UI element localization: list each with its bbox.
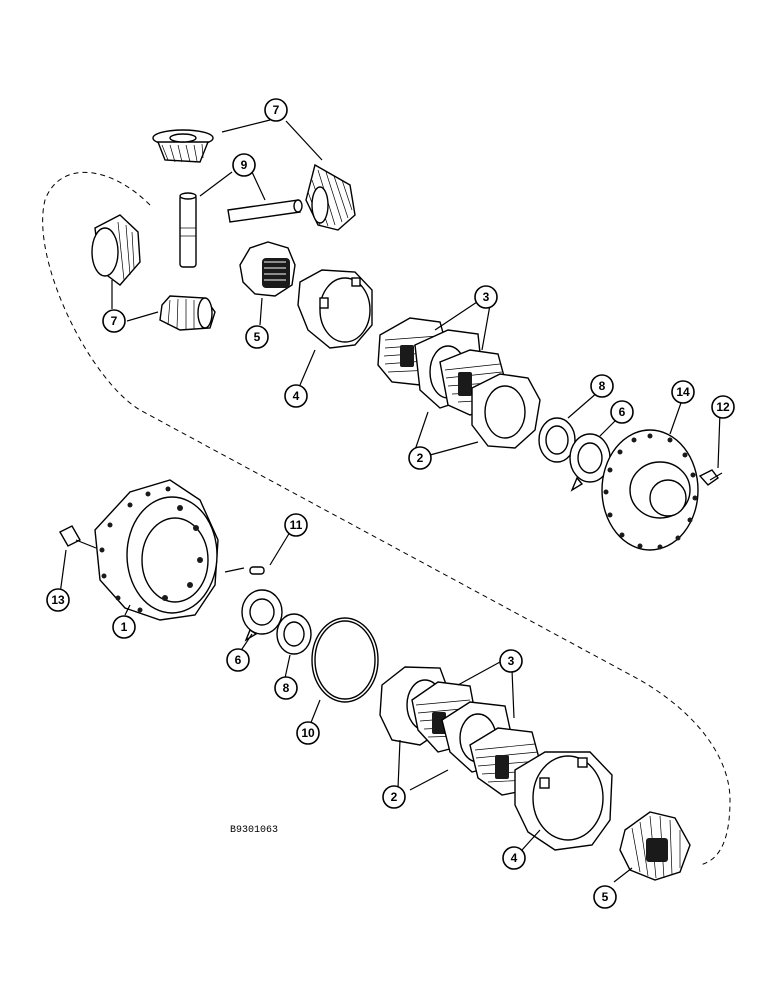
thrust-washer-bottom bbox=[241, 589, 283, 642]
bolt-right bbox=[698, 469, 723, 486]
differential-case-half-right bbox=[601, 429, 699, 551]
callout-11: 11 bbox=[284, 513, 308, 537]
callout-label: 13 bbox=[51, 593, 65, 607]
callout-label: 2 bbox=[417, 451, 424, 465]
callout-7: 7 bbox=[102, 309, 126, 333]
thrust-shim-top bbox=[538, 417, 576, 463]
callout-14: 14 bbox=[671, 380, 695, 404]
callout-label: 4 bbox=[511, 851, 518, 865]
callout-6: 6 bbox=[610, 400, 634, 424]
callout-label: 5 bbox=[602, 890, 609, 904]
callout-label: 14 bbox=[676, 385, 690, 399]
callout-label: 4 bbox=[293, 389, 300, 403]
callout-4: 4 bbox=[502, 846, 526, 870]
callout-10: 10 bbox=[296, 721, 320, 745]
case-bolt-holes-left bbox=[99, 486, 203, 613]
callout-label: 12 bbox=[716, 400, 730, 414]
friction-disc-stack-top bbox=[377, 317, 541, 449]
callout-label: 10 bbox=[301, 726, 315, 740]
clutch-cup-bottom bbox=[514, 751, 613, 851]
callout-12: 12 bbox=[711, 395, 735, 419]
side-gear-right bbox=[305, 163, 356, 231]
callout-label: 9 bbox=[241, 158, 248, 172]
leader-lines bbox=[59, 119, 721, 883]
callout-8: 8 bbox=[590, 374, 614, 398]
callout-9: 9 bbox=[232, 153, 256, 177]
callout-2: 2 bbox=[382, 785, 406, 809]
callout-7: 7 bbox=[264, 98, 288, 122]
callout-5: 5 bbox=[593, 885, 617, 909]
callout-5: 5 bbox=[245, 325, 269, 349]
side-gear-left bbox=[91, 214, 141, 286]
callout-3: 3 bbox=[499, 649, 523, 673]
callout-label: 8 bbox=[599, 379, 606, 393]
callout-label: 6 bbox=[619, 405, 626, 419]
snap-ring bbox=[311, 617, 379, 703]
callout-label: 7 bbox=[273, 103, 280, 117]
callout-label: 1 bbox=[121, 620, 128, 634]
pinion-gear-top bbox=[152, 129, 214, 163]
callout-2: 2 bbox=[408, 446, 432, 470]
thrust-washer-top bbox=[569, 433, 611, 492]
callout-label: 5 bbox=[254, 330, 261, 344]
callout-label: 11 bbox=[290, 518, 303, 532]
assembly-dashed-outline bbox=[42, 171, 731, 866]
callout-label: 7 bbox=[111, 314, 118, 328]
case-bolt-holes-right bbox=[603, 433, 698, 550]
callout-13: 13 bbox=[46, 588, 70, 612]
callout-3: 3 bbox=[474, 285, 498, 309]
callout-label: 3 bbox=[483, 290, 490, 304]
cross-shaft-horizontal bbox=[227, 199, 303, 223]
callout-1: 1 bbox=[112, 615, 136, 639]
pinion-gear-bottom bbox=[159, 295, 216, 331]
dowel-pin bbox=[249, 566, 265, 575]
splined-side-hub-top bbox=[239, 241, 296, 297]
bevel-side-gear-bottom bbox=[619, 811, 691, 881]
callout-6: 6 bbox=[226, 648, 250, 672]
cross-shaft-vertical bbox=[179, 192, 197, 268]
callout-4: 4 bbox=[284, 384, 308, 408]
differential-case-half-left bbox=[94, 479, 219, 621]
callout-label: 8 bbox=[283, 681, 290, 695]
drawing-reference-code: B9301063 bbox=[230, 825, 278, 836]
callout-label: 2 bbox=[391, 790, 398, 804]
callout-label: 3 bbox=[508, 654, 515, 668]
bolt-left bbox=[59, 525, 97, 549]
callout-8: 8 bbox=[274, 676, 298, 700]
thrust-shim-bottom bbox=[276, 613, 312, 655]
callout-label: 6 bbox=[235, 653, 242, 667]
clutch-cup-top bbox=[297, 269, 373, 349]
